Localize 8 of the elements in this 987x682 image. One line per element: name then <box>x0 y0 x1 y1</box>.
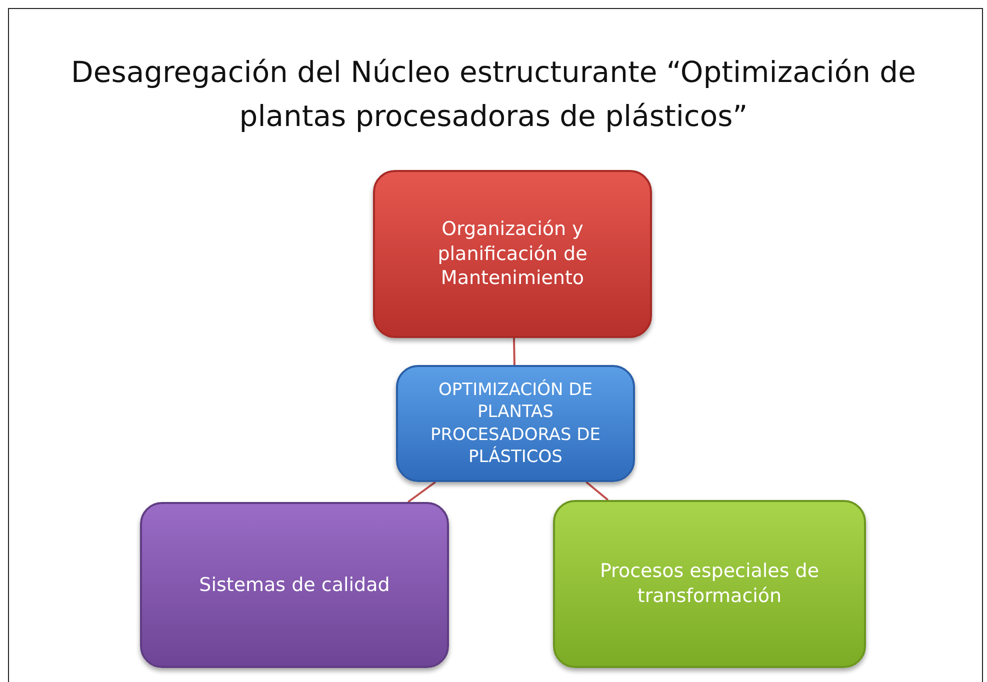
connector-line <box>407 481 436 503</box>
topic-box: Organización y planificación de Mantenimiento <box>373 170 652 338</box>
topic-box: Sistemas de calidad <box>140 502 449 668</box>
topic-box: OPTIMIZACIÓN DE PLANTAS PROCESADORAS DE PLÁSTICOS <box>396 365 635 482</box>
connector-line <box>586 481 609 501</box>
topic-box: Procesos especiales de transformación <box>553 500 866 668</box>
title: Desagregación del Núcleo estructurante “Optimización de plantas procesadoras de plásticos” <box>70 54 917 135</box>
connector-line <box>512 338 516 366</box>
